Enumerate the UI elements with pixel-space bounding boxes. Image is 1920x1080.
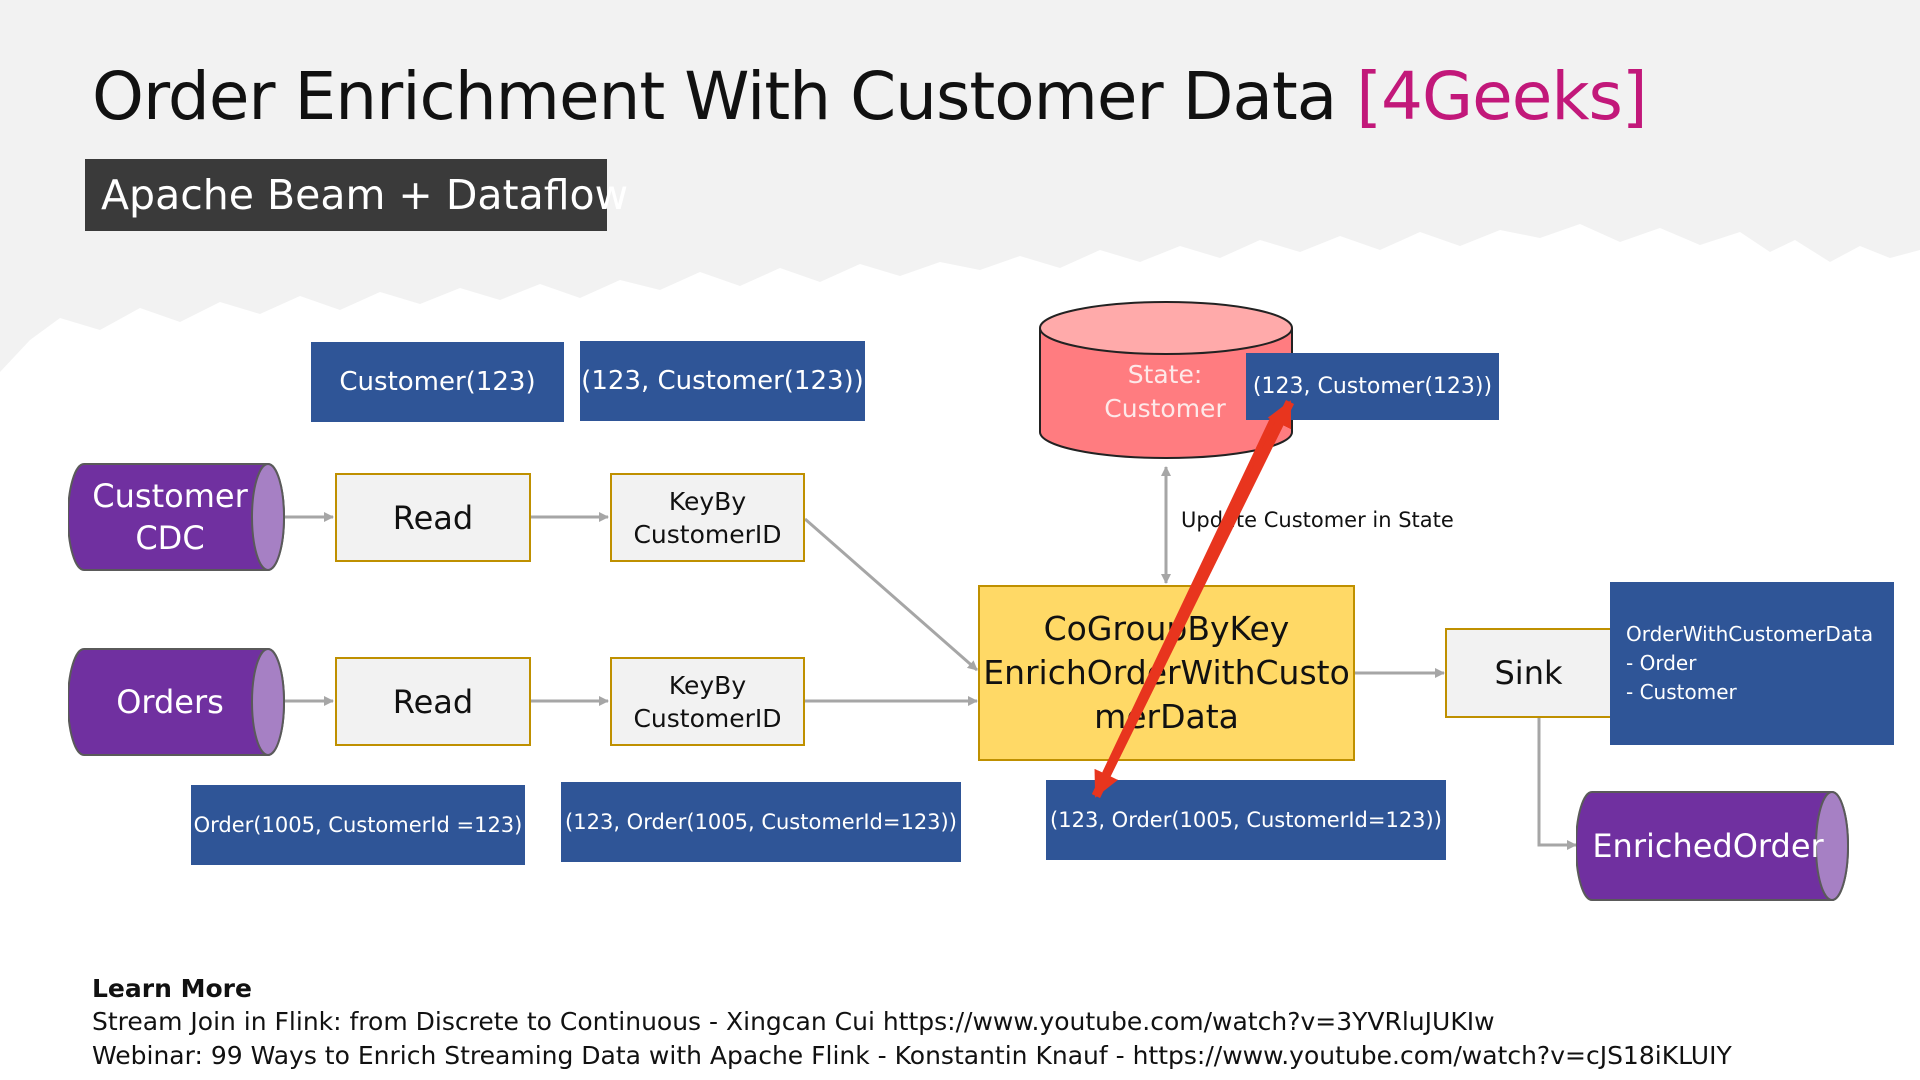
- learn-more-link-1[interactable]: Stream Join in Flink: from Discrete to C…: [92, 1007, 1495, 1036]
- read-customer-box: Read: [335, 473, 531, 562]
- order-payload: Order(1005, CustomerId =123): [191, 785, 525, 865]
- learn-more-link-2[interactable]: Webinar: 99 Ways to Enrich Streaming Dat…: [92, 1041, 1732, 1070]
- title-accent: [4Geeks]: [1356, 58, 1647, 135]
- read-orders-box: Read: [335, 657, 531, 746]
- sink-box: Sink: [1445, 628, 1612, 718]
- arrow-keyby-top-to-join: [804, 517, 978, 672]
- header-background: [0, 0, 1920, 372]
- enriched-order-label: EnrichedOrder: [1592, 827, 1824, 865]
- keyed-customer-payload: (123, Customer(123)): [580, 341, 865, 421]
- output-payload: OrderWithCustomerData - Order - Customer: [1610, 582, 1894, 745]
- learn-more-heading: Learn More: [92, 974, 252, 1003]
- page-title: Order Enrichment With Customer Data [4Ge…: [92, 58, 1648, 135]
- keyby-orders-box: KeyBy CustomerID: [610, 657, 805, 746]
- keyby-customer-box: KeyBy CustomerID: [610, 473, 805, 562]
- enriched-order-topic: [1576, 791, 1849, 901]
- customer-payload: Customer(123): [311, 342, 564, 422]
- orders-label: Orders: [116, 683, 224, 721]
- arrow-sink-to-enriched: [1537, 718, 1577, 850]
- title-text: Order Enrichment With Customer Data: [92, 58, 1337, 135]
- orders-topic: [68, 648, 285, 756]
- keyed-order-payload: (123, Order(1005, CustomerId=123)): [561, 782, 961, 862]
- state-store-cylinder: [1039, 301, 1293, 459]
- state-label: State: Customer: [1104, 360, 1226, 423]
- customer-cdc-topic: [68, 463, 285, 571]
- customer-cdc-label: Customer CDC: [92, 477, 248, 557]
- red-arrow-up: [1091, 400, 1295, 798]
- subtitle-bar: Apache Beam + Dataflow: [85, 159, 628, 231]
